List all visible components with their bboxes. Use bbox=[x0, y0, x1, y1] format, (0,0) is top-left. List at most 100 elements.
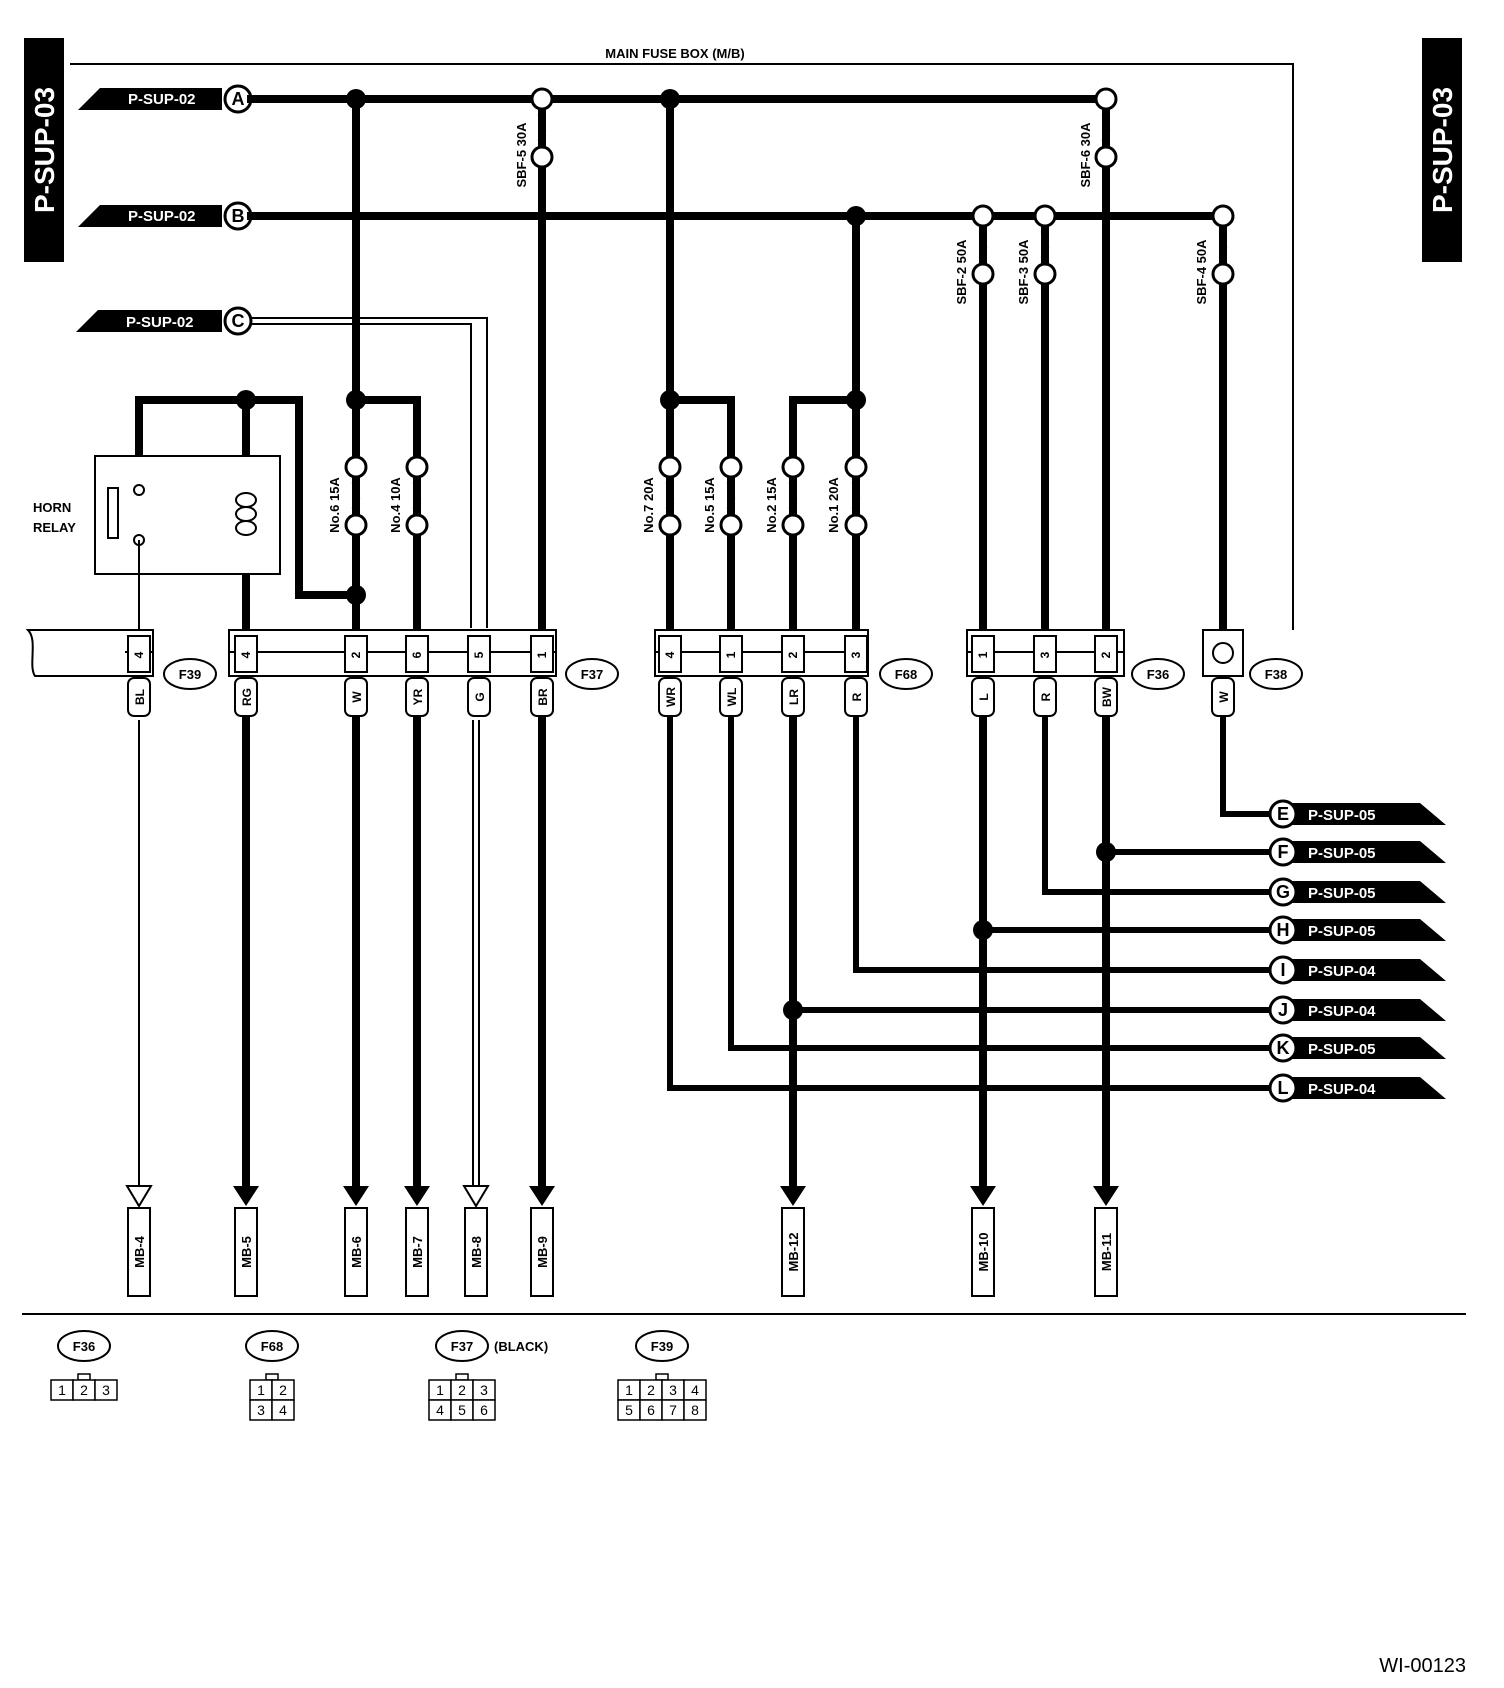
fuse-label-sbf5: SBF-5 30A bbox=[514, 122, 529, 188]
output-label: P-SUP-05 bbox=[1308, 923, 1376, 940]
fuse-label-no6: No.6 15A bbox=[327, 477, 342, 533]
conn-F68-name: F68 bbox=[895, 667, 917, 682]
pin-number: 2 bbox=[349, 651, 363, 658]
horn-relay-label-2: RELAY bbox=[33, 520, 76, 535]
legend-pin: 1 bbox=[436, 1382, 444, 1398]
legend-pin: 3 bbox=[102, 1382, 110, 1398]
conn-F36-name: F36 bbox=[1147, 667, 1169, 682]
pin-F37-2: 2W bbox=[344, 635, 368, 717]
input-A-letter: A bbox=[232, 89, 245, 109]
dest-mb12: MB-12 bbox=[786, 1232, 801, 1271]
wire-color-tag: LR bbox=[787, 689, 801, 705]
side-tag-right: P-SUP-03 bbox=[1422, 38, 1462, 262]
legend-pin: 5 bbox=[458, 1402, 466, 1418]
legend-pin: 4 bbox=[279, 1402, 287, 1418]
wire-color-tag: R bbox=[1039, 692, 1053, 701]
destination-boxes: MB-4 MB-5 MB-6 MB-7 MB-8 MB-9 MB-12 MB-1… bbox=[127, 1207, 1118, 1297]
pin-number: 2 bbox=[1099, 651, 1113, 658]
wire-color-tag: RG bbox=[240, 688, 254, 706]
legend-pin: 2 bbox=[458, 1382, 466, 1398]
input-A: P-SUP-02 A bbox=[78, 84, 253, 114]
legend-pin: 4 bbox=[436, 1402, 444, 1418]
pin-number: 6 bbox=[410, 651, 424, 658]
input-B-letter: B bbox=[232, 206, 245, 226]
legend-pin: 1 bbox=[625, 1382, 633, 1398]
output-letter: I bbox=[1280, 960, 1285, 980]
wire-color-tag: G bbox=[473, 692, 487, 701]
fuse-label-sbf2: SBF-2 50A bbox=[954, 239, 969, 305]
pin-F36-1: 1L bbox=[971, 635, 995, 717]
arrows bbox=[125, 1185, 1119, 1208]
legend-name: F37 bbox=[451, 1339, 473, 1354]
pin-F68-3: 3R bbox=[844, 635, 868, 717]
pin-F68-4: 4WR bbox=[658, 635, 682, 717]
legend-pin: 5 bbox=[625, 1402, 633, 1418]
output-G: G P-SUP-05 bbox=[1268, 877, 1446, 907]
fuse-label-sbf3: SBF-3 50A bbox=[1016, 239, 1031, 305]
legend-name: F39 bbox=[651, 1339, 673, 1354]
dest-mb7: MB-7 bbox=[410, 1236, 425, 1268]
pin-number: 3 bbox=[849, 651, 863, 658]
pin-F37-5: 5G bbox=[467, 635, 491, 717]
pin-number: 4 bbox=[239, 651, 253, 658]
junctions bbox=[236, 89, 1116, 1020]
pin-F39-4: 4BL bbox=[127, 635, 151, 717]
output-label: P-SUP-05 bbox=[1308, 885, 1376, 902]
fuse-label-no2: No.2 15A bbox=[764, 477, 779, 533]
internal-wiring bbox=[135, 95, 1227, 638]
side-tag-left: P-SUP-03 bbox=[24, 38, 64, 262]
wire-color-tag: W bbox=[350, 691, 364, 703]
wire-color-tag: R bbox=[850, 692, 864, 701]
input-C-letter: C bbox=[232, 311, 245, 331]
pin-number: 5 bbox=[472, 651, 486, 658]
fuse-box-outline bbox=[70, 63, 1294, 630]
dest-mb11: MB-11 bbox=[1099, 1233, 1114, 1271]
legend-pin: 3 bbox=[480, 1382, 488, 1398]
pin-F68-1: 1WL bbox=[719, 635, 743, 717]
output-letter: J bbox=[1278, 1000, 1288, 1020]
legend-pin: 7 bbox=[669, 1402, 677, 1418]
output-label: P-SUP-05 bbox=[1308, 845, 1376, 862]
output-letter: H bbox=[1277, 920, 1290, 940]
dest-mb6: MB-6 bbox=[349, 1236, 364, 1268]
wire-color-tag: W bbox=[1217, 691, 1231, 703]
output-label: P-SUP-04 bbox=[1308, 963, 1376, 980]
pin-F68-2: 2LR bbox=[781, 635, 805, 717]
pin-F37-1: 1BR bbox=[530, 635, 554, 717]
side-tag-left-text: P-SUP-03 bbox=[29, 87, 60, 213]
connector-names: F39 F37 F68 F36 F38 bbox=[163, 658, 1303, 690]
dest-mb5: MB-5 bbox=[239, 1236, 254, 1268]
input-C-label: P-SUP-02 bbox=[126, 314, 194, 331]
output-label: P-SUP-05 bbox=[1308, 807, 1376, 824]
legend-pin: 3 bbox=[257, 1402, 265, 1418]
fuse-box-title: MAIN FUSE BOX (M/B) bbox=[605, 46, 744, 61]
horn-relay-label-1: HORN bbox=[33, 500, 71, 515]
output-letter: G bbox=[1276, 882, 1290, 902]
fuse-labels: No.6 15A No.4 10A No.7 20A No.5 15A No.2… bbox=[327, 122, 1209, 533]
legend-pin: 2 bbox=[647, 1382, 655, 1398]
dest-mb8: MB-8 bbox=[469, 1236, 484, 1268]
output-wiring bbox=[138, 716, 1273, 1190]
legend-pin: 6 bbox=[647, 1402, 655, 1418]
pin-number: 3 bbox=[1038, 651, 1052, 658]
output-letter: E bbox=[1277, 804, 1289, 824]
fuse-label-no1: No.1 20A bbox=[826, 477, 841, 533]
legend-pin: 2 bbox=[80, 1382, 88, 1398]
legend-pin: 4 bbox=[691, 1382, 699, 1398]
pin-number: 4 bbox=[663, 651, 677, 658]
output-E: E P-SUP-05 bbox=[1268, 799, 1446, 829]
line-C bbox=[251, 317, 488, 628]
wire-color-tag: YR bbox=[411, 688, 425, 705]
conn-F38-name: F38 bbox=[1265, 667, 1287, 682]
dest-mb9: MB-9 bbox=[535, 1236, 550, 1268]
